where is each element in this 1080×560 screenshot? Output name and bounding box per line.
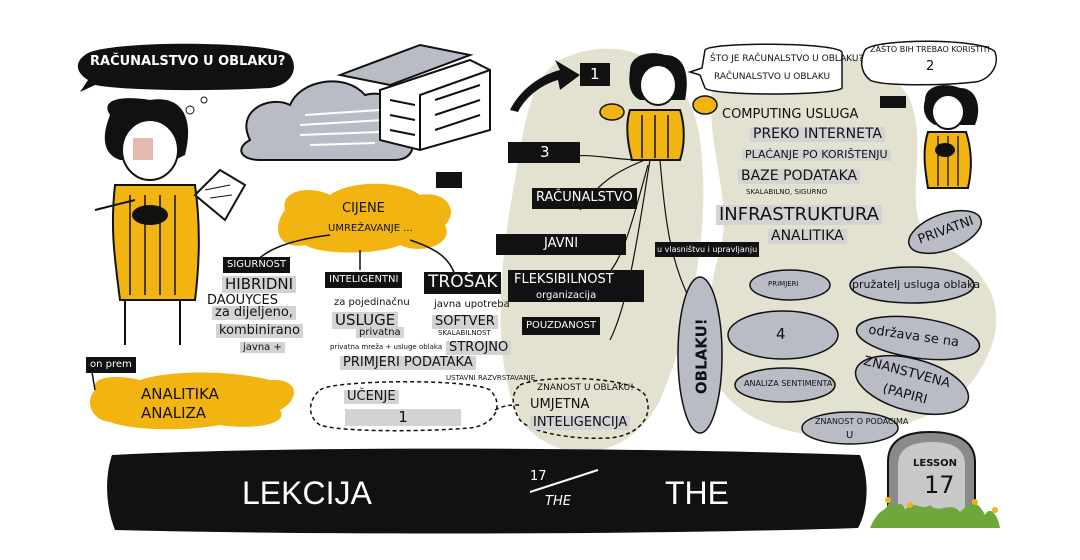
yellow-cloud-left <box>90 372 294 430</box>
tombstone-icon <box>870 430 1000 528</box>
label-preko-interneta: PREKO INTERNETA <box>750 126 885 143</box>
label-usluge: USLUGE <box>332 312 399 329</box>
label-skalabilno: SKALABILNO, SIGURNO <box>746 188 828 196</box>
label-znanost-o-podacima: ZNANOST O PODACIMA <box>815 417 909 426</box>
label-pouzdanost: POUZDANOST <box>522 317 601 335</box>
oval-pruzatelj <box>849 266 975 304</box>
oval-odrzava <box>855 315 981 361</box>
label-racunalstvo: RAČUNALSTVO <box>532 188 637 209</box>
label-lesson: LESSON <box>913 458 958 469</box>
cloud-icon <box>240 80 414 161</box>
label-computing-usluga: COMPUTING USLUGA <box>722 107 859 122</box>
label-baze-podataka: BAZE PODATAKA <box>738 168 861 185</box>
server-rack-icon <box>336 43 491 152</box>
label-analiza: ANALIZA <box>141 404 207 422</box>
tablet-icon <box>193 168 247 222</box>
label-za-pojedinacnu: za pojedinačnu <box>334 297 410 308</box>
dashed-outline-znanost <box>512 377 649 440</box>
dashed-outline-ucenje <box>309 381 498 432</box>
arrow-icon <box>510 60 580 112</box>
label-the-big: THE <box>665 475 729 511</box>
label-ucenje-one: 1 <box>345 409 461 426</box>
label-the-small: THE <box>545 494 571 509</box>
label-fleksibilnost: FLEKSIBILNOST <box>508 270 644 302</box>
label-ustavni: USTAVNI RAZVRSTAVANJE <box>446 374 536 382</box>
label-umjetna: UMJETNA <box>530 397 590 412</box>
label-zasto-bih: ZAŠTO BIH TREBAO KORISTITI <box>870 45 990 54</box>
label-privatna: privatna <box>356 327 404 338</box>
label-hibridni: HIBRIDNI <box>222 276 297 293</box>
person-icon-right <box>923 85 979 189</box>
label-lesson-num: 17 <box>924 471 955 499</box>
label-softver: SOFTVER <box>432 314 498 330</box>
oval-privatni <box>908 209 982 255</box>
oval-primjeri <box>749 269 831 301</box>
label-javna-plus: javna + <box>240 342 285 353</box>
label-oblaku: OBLAKU! <box>692 318 711 395</box>
label-pruzatelj: pružatelj usluga oblaka <box>852 278 981 291</box>
label-primjeri-tag: PRIMJERI <box>768 280 799 288</box>
label-sto-je: ŠTO JE RAČUNALSTVO U OBLAKU? <box>710 54 864 64</box>
label-four: 4 <box>776 325 786 343</box>
label-u: U <box>846 430 854 441</box>
label-organizacija: organizacija <box>536 290 597 301</box>
label-za-dijeljeno: za dijeljeno, <box>212 305 296 321</box>
oval-sentiment <box>734 367 836 403</box>
label-inteligencija: INTELIGENCIJA <box>530 415 631 431</box>
bubble-sto-je <box>687 43 843 95</box>
bubble-title <box>77 43 294 92</box>
label-privatna-mreza: privatna mreža + usluge oblaka <box>330 343 443 351</box>
label-umrezavanje: UMREŽAVANJE ... <box>328 223 413 234</box>
label-znanost-u-oblaku: ZNANOST U OBLAKU! <box>537 383 634 393</box>
label-primjeri-podataka: PRIMJERI PODATAKA <box>340 355 476 371</box>
label-infrastruktura: INFRASTRUKTURA <box>716 205 882 225</box>
label-analitika: ANALITIKA <box>141 385 219 403</box>
bubble-zasto <box>860 40 997 86</box>
grass <box>870 500 1000 528</box>
label-placanje: PLAĆANJE PO KORIŠTENJU <box>742 148 891 162</box>
label-javni: JAVNI <box>496 234 627 255</box>
label-analitika-right: ANALITIKA <box>768 228 847 245</box>
label-racunalstvo-u-oblaku: RAČUNALSTVO U OBLAKU <box>714 72 831 82</box>
label-cijene: CIJENE <box>342 201 385 216</box>
person-icon-left <box>94 96 208 345</box>
label-lekcija: LEKCIJA <box>242 475 372 511</box>
oval-znanstvena <box>854 354 970 416</box>
bottom-band <box>107 448 867 534</box>
label-two: 2 <box>926 59 935 74</box>
label-trosak: TROŠAK <box>424 272 502 294</box>
oval-znanost-podaci <box>801 411 899 445</box>
label-seventeen: 17 <box>530 469 547 484</box>
label-on-prem: on prem <box>86 357 136 373</box>
label-inteligentni: INTELIGENTNI <box>325 272 403 288</box>
yellow-cloud-top <box>277 183 451 253</box>
label-analiza-sentimenta: ANALIZA SENTIMENTA <box>744 379 833 388</box>
label-sigurnost: SIGURNOST <box>223 257 291 273</box>
label-strojno: STROJNO <box>446 340 512 356</box>
label-vlasnistvo: u vlasništvu i upravljanju <box>655 242 760 258</box>
oval-oblaku <box>677 276 723 434</box>
step-one-badge: 1 <box>580 63 610 87</box>
tag-top-cloud <box>436 172 462 188</box>
label-javna-upotreba: javna upotreba <box>434 299 510 310</box>
label-daouyces: DAOUYCES <box>207 293 278 308</box>
label-ucenje: UČENJE <box>344 389 399 405</box>
step-three-badge: 3 <box>508 142 580 164</box>
oval-four <box>727 310 839 360</box>
tag-right-person <box>880 96 906 108</box>
label-kombinirano: kombinirano <box>216 323 303 339</box>
label-skalabilnost: SKALABILNOST <box>438 329 491 337</box>
bubble-title-text: RAČUNALSTVO U OBLAKU? <box>90 54 286 69</box>
